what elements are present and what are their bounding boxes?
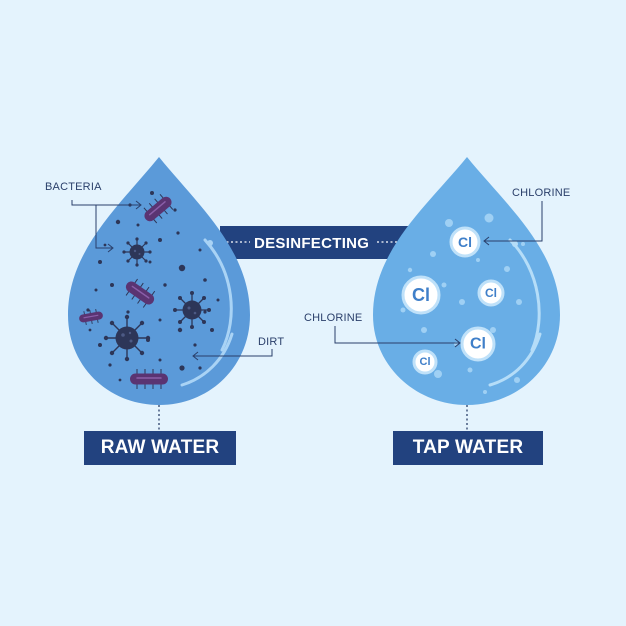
chlorine-molecule: Cl	[449, 226, 481, 258]
bacteria-arrow-icon	[135, 200, 142, 210]
bacterium-icon	[79, 308, 103, 326]
desinfecting-banner: DESINFECTING	[213, 226, 415, 259]
bacteria-arrow-icon	[107, 243, 114, 253]
dirt-arrow-icon	[192, 351, 199, 361]
chlorine-molecule: Cl	[460, 326, 496, 362]
tap-water-drop: Cl Cl Cl Cl Cl	[373, 157, 560, 405]
virus-icon	[173, 291, 211, 329]
chlorine-top-leader-line	[484, 201, 543, 242]
chlorine-symbol: Cl	[485, 286, 497, 300]
tap-drop-highlight-top	[508, 238, 541, 352]
chlorine-callout-top: CHLORINE	[483, 187, 570, 246]
tap-water-title: TAP WATER	[393, 431, 543, 465]
tap-drop-highlight-bottom	[488, 332, 542, 387]
bacteria-callout: BACTERIA	[45, 181, 142, 253]
virus-icon	[103, 314, 151, 362]
tap-drop-highlight-dot	[512, 241, 518, 247]
raw-water-title: RAW WATER	[84, 431, 236, 465]
chlorine-callout-mid: CHLORINE	[304, 312, 461, 348]
dirt-leader-line	[193, 349, 273, 357]
bacteria-label: BACTERIA	[45, 181, 102, 193]
water-bubbles	[400, 213, 525, 394]
raw-drop-highlight-top	[203, 238, 233, 352]
chlorine-symbol: Cl	[470, 336, 486, 353]
virus-icon	[122, 237, 152, 267]
bacterium-icon	[143, 193, 174, 224]
chlorine-molecule: Cl	[477, 279, 505, 307]
raw-water-drop	[68, 157, 250, 405]
chlorine-molecule: Cl	[401, 275, 441, 315]
raw-drop-shape	[68, 157, 250, 405]
dirt-label: DIRT	[258, 336, 284, 348]
chlorine-label-mid: CHLORINE	[304, 312, 362, 324]
chlorine-symbol: Cl	[412, 285, 430, 305]
chlorine-mid-leader-line	[334, 326, 460, 344]
dirt-callout: DIRT	[192, 336, 284, 361]
chlorine-arrow-icon	[483, 236, 490, 246]
raw-drop-highlight-bottom	[180, 332, 234, 387]
bacterium-icon	[125, 278, 156, 308]
chlorine-symbol: Cl	[420, 356, 431, 368]
desinfecting-label: DESINFECTING	[254, 235, 369, 252]
chlorine-arrow-icon	[454, 338, 461, 348]
chlorine-label-top: CHLORINE	[512, 187, 570, 199]
chlorine-molecule: Cl	[412, 349, 438, 375]
bacterium-icon	[130, 369, 168, 389]
raw-drop-highlight-dot	[207, 240, 213, 246]
chlorine-symbol: Cl	[458, 234, 472, 250]
